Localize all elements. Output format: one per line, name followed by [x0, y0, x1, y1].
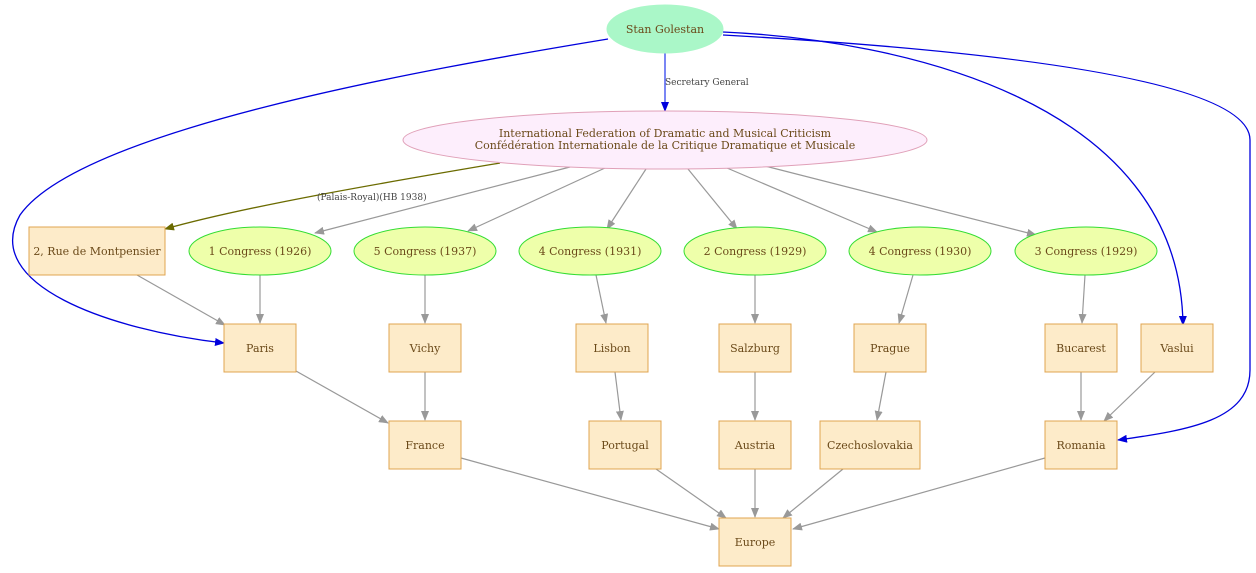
edge-lisbon-portugal — [614, 371, 624, 421]
node-austria: Austria — [718, 420, 792, 470]
node-congress-1931: 4 Congress (1931) — [518, 226, 662, 276]
edge-federation-congress-1937 — [467, 167, 606, 232]
edge-romania-europe — [792, 457, 1046, 531]
node-vaslui-label: Vaslui — [1159, 342, 1194, 355]
node-europe-label: Europe — [735, 536, 776, 549]
node-bucarest-label: Bucarest — [1056, 342, 1106, 355]
edge-congress-1930-prague — [897, 274, 914, 324]
edge-federation-congress-1931 — [606, 168, 647, 230]
node-stan-golestan-label: Stan Golestan — [626, 23, 704, 36]
node-vaslui: Vaslui — [1140, 323, 1214, 373]
edge-federation-congress-1926 — [314, 166, 571, 235]
node-lisbon: Lisbon — [575, 323, 649, 373]
edge-federation-congress-1929b — [764, 165, 1037, 237]
edge-congress-1931-lisbon — [595, 274, 609, 324]
node-congress-1929b-label: 3 Congress (1929) — [1035, 245, 1138, 258]
edge-vaslui-romania — [1103, 371, 1156, 422]
node-congress-1937-label: 5 Congress (1937) — [374, 245, 477, 258]
node-congress-1931-label: 4 Congress (1931) — [539, 245, 642, 258]
edge-stan-vaslui — [722, 31, 1187, 326]
node-lisbon-label: Lisbon — [593, 342, 630, 355]
node-europe: Europe — [718, 517, 792, 567]
node-france-label: France — [405, 439, 444, 452]
node-romania: Romania — [1044, 420, 1118, 470]
node-congress-1926-label: 1 Congress (1926) — [209, 245, 312, 258]
edge-france-europe — [460, 457, 720, 531]
node-austria-label: Austria — [734, 439, 776, 452]
node-congress-1930-label: 4 Congress (1930) — [869, 245, 972, 258]
edge-federation-congress-1930 — [726, 167, 878, 233]
node-bucarest: Bucarest — [1044, 323, 1118, 373]
node-prague: Prague — [853, 323, 927, 373]
node-congress-1926: 1 Congress (1926) — [188, 226, 332, 276]
node-federation: International Federation of Dramatic and… — [402, 110, 928, 170]
node-portugal-label: Portugal — [601, 439, 649, 452]
edge-portugal-europe — [655, 468, 727, 519]
edge-rue-paris — [136, 274, 226, 326]
node-congress-1929a: 2 Congress (1929) — [683, 226, 827, 276]
node-rue-de-montpensier-label: 2, Rue de Montpensier — [33, 245, 161, 258]
edge-label-secretary-general: Secretary General — [665, 78, 749, 88]
node-portugal: Portugal — [588, 420, 662, 470]
node-salzburg: Salzburg — [718, 323, 792, 373]
edge-federation-congress-1929a — [687, 168, 738, 230]
edge-paris-france — [295, 370, 389, 424]
edge-federation-rue — [164, 162, 501, 231]
node-paris-label: Paris — [246, 342, 274, 355]
node-federation-label-en: International Federation of Dramatic and… — [499, 127, 832, 140]
node-congress-1929b: 3 Congress (1929) — [1014, 226, 1158, 276]
node-stan-golestan: Stan Golestan — [606, 4, 724, 54]
node-czechoslovakia: Czechoslovakia — [819, 420, 921, 470]
edge-congress-1929b-bucarest — [1078, 274, 1087, 324]
edge-label-palais-royal: (Palais-Royal)(HB 1938) — [317, 192, 427, 203]
node-rue-de-montpensier: 2, Rue de Montpensier — [28, 226, 166, 276]
edge-czechoslovakia-europe — [782, 468, 844, 519]
node-federation-label-fr: Confédération Internationale de la Criti… — [475, 139, 855, 152]
node-congress-1937: 5 Congress (1937) — [353, 226, 497, 276]
node-vichy: Vichy — [388, 323, 462, 373]
node-france: France — [388, 420, 462, 470]
blue-edges — [12, 31, 1251, 443]
node-czechoslovakia-label: Czechoslovakia — [827, 439, 913, 452]
node-salzburg-label: Salzburg — [730, 342, 780, 355]
node-vichy-label: Vichy — [409, 342, 442, 355]
node-congress-1930: 4 Congress (1930) — [848, 226, 992, 276]
node-paris: Paris — [223, 323, 297, 373]
node-romania-label: Romania — [1056, 439, 1105, 452]
edge-prague-czechoslovakia — [874, 371, 887, 421]
edge-stan-romania — [722, 34, 1251, 443]
node-prague-label: Prague — [870, 342, 910, 355]
node-congress-1929a-label: 2 Congress (1929) — [704, 245, 807, 258]
gray-edges — [136, 165, 1156, 531]
edge-stan-paris — [12, 38, 609, 346]
